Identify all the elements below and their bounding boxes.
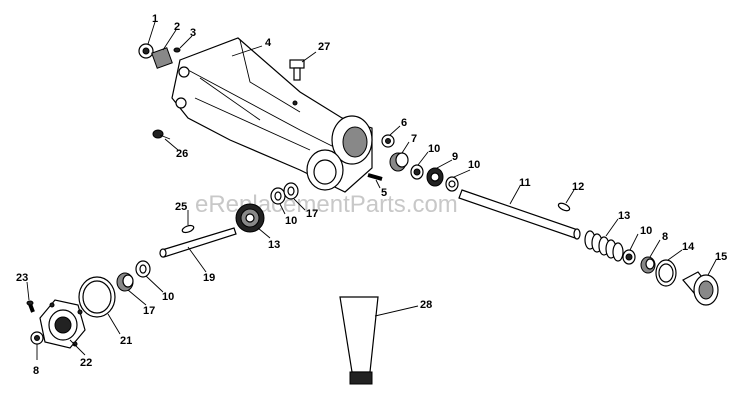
- callout-10-far-right: 10: [640, 225, 652, 237]
- key-part-12: [557, 202, 571, 212]
- shaft-part-19: [159, 227, 237, 258]
- callout-26: 26: [176, 148, 188, 160]
- callout-10-upper: 10: [428, 143, 440, 155]
- callout-19: 19: [203, 272, 215, 284]
- callout-28: 28: [420, 299, 432, 311]
- callout-12: 12: [572, 181, 584, 193]
- callout-10-lower: 10: [162, 291, 174, 303]
- callout-4: 4: [265, 37, 272, 49]
- gear-case-housing: [171, 37, 373, 193]
- callout-5: 5: [381, 187, 387, 199]
- shaft-part-11: [458, 189, 581, 240]
- callout-9: 9: [452, 151, 458, 163]
- callout-10-right: 10: [468, 159, 480, 171]
- callout-22: 22: [80, 357, 92, 369]
- spring-part-13-right: [584, 230, 624, 262]
- callout-17-lower: 17: [143, 305, 155, 317]
- callout-17-middle: 17: [306, 208, 318, 220]
- grease-tube-part-28: [339, 296, 379, 385]
- callout-labels: 1 2 3 4 27 26 6 7 10 9 10 5 11 12 25 10 …: [16, 13, 727, 377]
- callout-3: 3: [190, 27, 196, 39]
- callout-23: 23: [16, 272, 28, 284]
- bearing-part-17-lower: [116, 272, 134, 292]
- callout-6: 6: [401, 117, 407, 129]
- screw-part-5: [367, 173, 383, 181]
- callout-8-lower: 8: [33, 365, 39, 377]
- callout-15: 15: [715, 251, 727, 263]
- gasket-part-21: [78, 276, 116, 318]
- bolt-part-27: [289, 59, 305, 81]
- leader-lines: [26, 21, 717, 360]
- screw-part-26: [152, 129, 171, 140]
- callout-13-spring: 13: [618, 210, 630, 222]
- gear-part-13: [235, 203, 265, 233]
- bushing-part-2: [151, 47, 173, 69]
- callout-7: 7: [411, 133, 417, 145]
- callout-8-right: 8: [662, 231, 668, 243]
- callout-10-middle: 10: [285, 215, 297, 227]
- cover-part-22: [39, 299, 86, 349]
- pin-part-3: [173, 47, 181, 53]
- watermark-text: eReplacementParts.com: [195, 191, 458, 218]
- screw-part-23: [26, 300, 35, 313]
- callout-25: 25: [175, 201, 187, 213]
- callout-14: 14: [682, 241, 695, 253]
- cap-part-15: [682, 271, 719, 306]
- callout-1: 1: [152, 13, 158, 25]
- bushing-part-7: [389, 152, 409, 172]
- callout-27: 27: [318, 41, 330, 53]
- callout-11: 11: [519, 177, 531, 189]
- pin-part-25: [181, 224, 195, 234]
- callout-13-gear: 13: [268, 239, 280, 251]
- callout-21: 21: [120, 335, 132, 347]
- callout-2: 2: [174, 21, 180, 33]
